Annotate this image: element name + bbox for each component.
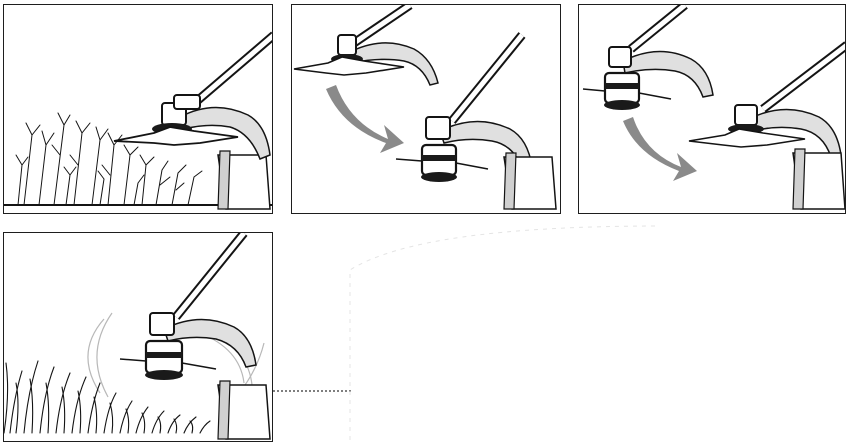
- callout-outline: [350, 226, 660, 440]
